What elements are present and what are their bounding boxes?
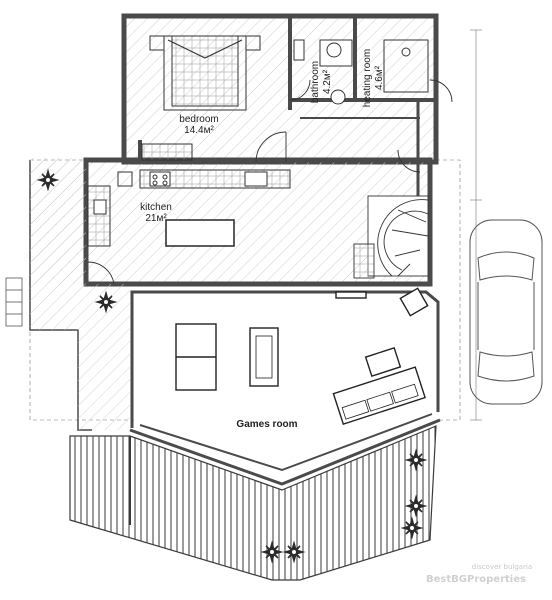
heating-room-name: heating room: [362, 49, 373, 107]
games-furniture: [175, 287, 429, 426]
pool-table: [249, 327, 279, 387]
bedroom-area: 14.4м²: [184, 125, 214, 136]
spiral-stairs-icon: [353, 195, 429, 279]
watermark-tagline: discover bulgaria: [472, 563, 532, 571]
watermark-brand: BestBGProperties: [426, 574, 526, 585]
upper-wing: [121, 13, 439, 165]
bedroom-name: bedroom: [179, 114, 218, 125]
internal-walls: [128, 16, 436, 200]
kitchen-name: kitchen: [140, 202, 172, 213]
car-icon: [469, 219, 543, 405]
bed: [141, 35, 261, 161]
terrace-deck: [69, 425, 437, 581]
entry-steps: [5, 277, 23, 327]
bathroom-fixtures: [293, 39, 429, 105]
sofa: [332, 366, 426, 426]
bathroom-name: bathroom: [310, 61, 321, 103]
watermark-logo: discover bulgaria BestBGProperties: [426, 563, 532, 585]
kitchen-furniture: [87, 169, 291, 247]
kitchen-area: 21м²: [145, 213, 167, 224]
games-room-name: Games room: [236, 419, 297, 430]
door-swings: [87, 79, 453, 285]
heating-room-area: 4.6м²: [374, 65, 385, 90]
bathroom-area: 4.2м²: [322, 69, 333, 94]
